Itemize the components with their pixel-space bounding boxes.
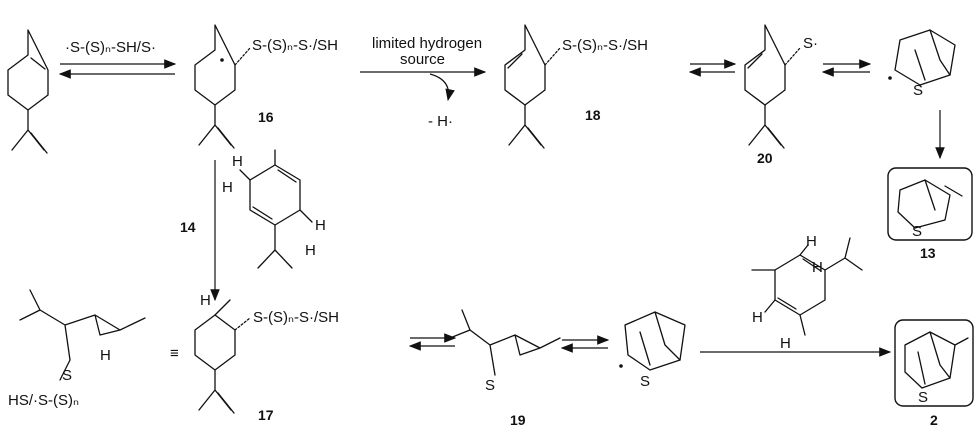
compound-20-structure — [744, 24, 801, 149]
minus-h-radical: - H· — [428, 113, 453, 130]
substituent-17: S-(S)ₙ-S·/SH — [253, 309, 339, 326]
limonene-structure — [7, 29, 49, 154]
reagent-step1: ·S-(S)ₙ-SH/S· — [65, 39, 156, 56]
label-compound-20: 20 — [757, 150, 773, 166]
bicyclic-radical-bottom — [619, 311, 686, 371]
compound-2-structure — [904, 331, 969, 389]
reagent-step2-line2: source — [400, 51, 445, 68]
arrow-16-to-18 — [360, 67, 487, 102]
compound-17-structure — [194, 299, 251, 414]
label-compound-19: 19 — [510, 412, 526, 427]
substituent-16: S-(S)ₙ-S·/SH — [252, 37, 338, 54]
equilibrium-arrow-20-bicyclic — [821, 59, 872, 77]
sulfur-bottom-bicyclic: S — [640, 373, 650, 390]
h-atom-17-chair: H — [100, 347, 111, 364]
h-atom-14d: H — [305, 242, 316, 259]
equilibrium-arrow-1 — [58, 59, 177, 79]
compound-13-structure — [897, 179, 963, 229]
h-atom-14a: H — [232, 153, 243, 170]
label-compound-17: 17 — [258, 407, 274, 423]
equilibrium-arrow-19-bicyclic — [560, 335, 610, 353]
sulfur-13: S — [912, 223, 922, 240]
sulfur-17-chair: S — [62, 367, 72, 384]
reagent-step2-line1: limited hydrogen — [372, 35, 482, 52]
sulfur-top-bicyclic: S — [913, 82, 923, 99]
sulfur-radical-19: S — [485, 377, 495, 394]
label-compound-2: 2 — [930, 412, 938, 427]
equivalence-sign: ≡ — [170, 345, 179, 362]
h-donor-structure — [751, 237, 863, 336]
label-compound-18: 18 — [585, 107, 601, 123]
compound-18-structure — [504, 24, 561, 149]
compound-16-structure — [194, 24, 251, 149]
substituent-20: S· — [803, 35, 818, 52]
equilibrium-arrow-17-19 — [408, 333, 457, 351]
compound-17-chair-structure — [19, 289, 146, 381]
bicyclic-radical-top — [888, 29, 956, 86]
sulfur-2: S — [918, 389, 928, 406]
h-atom-donor-c: H — [752, 309, 763, 326]
box-compound-13 — [887, 167, 973, 241]
substituent-18: S-(S)ₙ-S·/SH — [562, 37, 648, 54]
h-atom-14b: H — [222, 179, 233, 196]
h-atom-donor-a: H — [806, 233, 817, 250]
label-compound-13: 13 — [920, 245, 936, 261]
box-compound-2 — [894, 319, 974, 407]
h-atom-donor-d: H — [780, 335, 791, 352]
substituent-17-alt: HS/·S-(S)ₙ — [8, 392, 79, 409]
label-compound-16: 16 — [258, 109, 274, 125]
compound-14-structure — [239, 149, 313, 269]
compound-19-structure — [449, 309, 561, 376]
h-atom-17: H — [200, 292, 211, 309]
label-compound-14: 14 — [180, 219, 196, 235]
h-atom-14c: H — [315, 217, 326, 234]
equilibrium-arrow-18-20 — [688, 59, 737, 77]
h-atom-donor-b: H — [812, 259, 823, 276]
